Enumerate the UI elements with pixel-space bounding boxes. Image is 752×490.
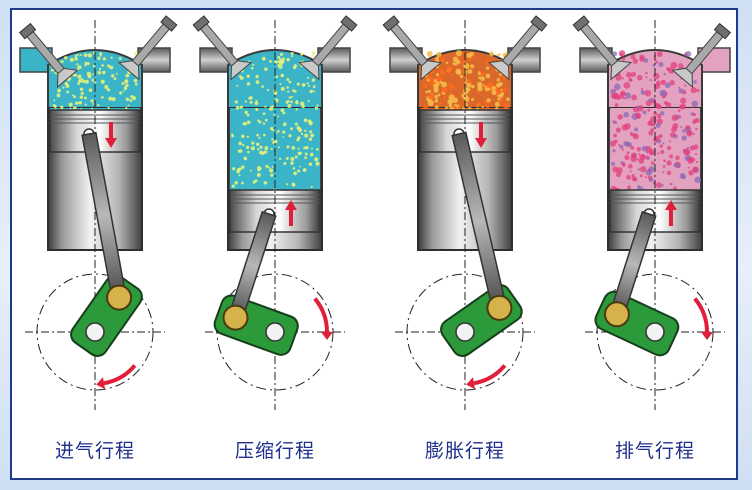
stroke-unit-1 — [18, 15, 178, 410]
piston-arrow-down-icon — [105, 122, 117, 148]
crank-arm — [594, 290, 680, 357]
stroke-unit-2 — [192, 15, 358, 410]
stroke-label: 排气行程 — [614, 440, 695, 462]
crank-pin — [106, 284, 133, 311]
intake-valve — [18, 22, 79, 89]
stroke-label: 膨胀行程 — [424, 440, 505, 462]
piston-arrow-down-icon — [475, 122, 487, 148]
intake-valve — [382, 15, 443, 81]
rotation-arrow-icon — [466, 364, 507, 390]
crank-arm — [70, 274, 143, 357]
gas-particles — [422, 50, 511, 113]
crank-pin — [486, 294, 513, 321]
rotation-arrow-icon — [693, 297, 713, 340]
gas-volume — [420, 108, 510, 110]
exhaust-valve — [297, 15, 358, 81]
main-journal — [645, 322, 665, 342]
main-journal — [265, 322, 285, 342]
main-journal — [85, 322, 105, 342]
intake-valve — [192, 15, 253, 81]
exhaust-valve — [487, 15, 548, 81]
crank-arm — [440, 284, 523, 357]
main-journal — [455, 322, 475, 342]
gas-particles — [609, 50, 701, 193]
intake-valve — [572, 15, 633, 81]
stroke-unit-3 — [382, 15, 548, 410]
rotation-arrow-icon — [313, 297, 333, 340]
stroke-label: 进气行程 — [54, 440, 135, 462]
exhaust-valve — [117, 15, 178, 81]
exhaust-valve — [671, 22, 732, 89]
gas-volume — [50, 108, 140, 110]
crank-circle — [36, 273, 154, 391]
rotation-arrow-icon — [96, 364, 137, 390]
crank-pin — [222, 304, 249, 331]
crank-circle — [406, 273, 524, 391]
crank-pin — [603, 301, 630, 328]
stroke-unit-4 — [572, 15, 732, 410]
piston-arrow-up-icon — [285, 200, 297, 226]
piston-arrow-up-icon — [665, 200, 677, 226]
stroke-label: 压缩行程 — [234, 440, 315, 462]
